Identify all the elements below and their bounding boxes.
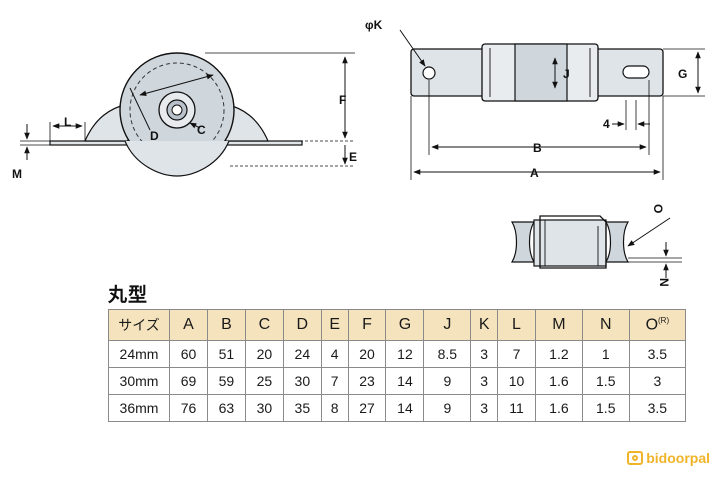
brand-name: bidoorpal — [646, 450, 710, 466]
label-A: A — [530, 166, 539, 180]
label-F: F — [339, 93, 346, 107]
cell-d: 24 — [282, 340, 322, 368]
cell-j: 9 — [423, 367, 472, 395]
brand-mark-icon — [627, 451, 644, 465]
label-D: D — [150, 129, 159, 143]
header-m: M — [534, 309, 583, 341]
header-size: サイズ — [108, 309, 170, 341]
cell-j: 9 — [423, 394, 472, 422]
label-L: L — [64, 115, 71, 129]
label-M: M — [12, 167, 22, 181]
header-o: O(R) — [628, 309, 687, 341]
header-b: B — [206, 309, 246, 341]
header-o-superscript: (R) — [658, 315, 670, 325]
top-view: φK J G 4 B A — [365, 18, 705, 180]
cell-d: 35 — [282, 394, 322, 422]
cell-n: 1.5 — [581, 394, 630, 422]
cell-o: 3 — [628, 367, 687, 395]
cell-o: 3.5 — [628, 394, 687, 422]
label-C: C — [197, 123, 206, 137]
cell-a: 76 — [169, 394, 208, 422]
cell-k: 3 — [470, 367, 499, 395]
cell-d: 30 — [282, 367, 322, 395]
cell-g: 14 — [385, 367, 425, 395]
cell-a: 69 — [169, 367, 208, 395]
label-G: G — [678, 67, 687, 81]
top-round-hole — [422, 66, 436, 80]
cell-e: 8 — [320, 394, 349, 422]
label-phiK: φK — [365, 18, 383, 32]
label-N: N — [657, 278, 671, 287]
side-view: O N — [510, 204, 682, 287]
cell-m: 1.6 — [534, 367, 583, 395]
cell-f: 27 — [347, 394, 387, 422]
label-E: E — [349, 150, 357, 164]
cell-size: 24mm — [108, 340, 170, 368]
label-4: 4 — [603, 117, 610, 131]
header-a: A — [169, 309, 208, 341]
cell-g: 14 — [385, 394, 425, 422]
cell-l: 7 — [497, 340, 536, 368]
cell-f: 23 — [347, 367, 387, 395]
header-c: C — [244, 309, 284, 341]
cell-l: 11 — [497, 394, 536, 422]
cell-j: 8.5 — [423, 340, 472, 368]
cell-k: 3 — [470, 394, 499, 422]
label-O: O — [651, 204, 665, 213]
cell-l: 10 — [497, 367, 536, 395]
cell-b: 51 — [206, 340, 246, 368]
header-l: L — [497, 309, 536, 341]
top-slot-hole — [622, 65, 650, 79]
cell-b: 63 — [206, 394, 246, 422]
header-d: D — [282, 309, 322, 341]
cell-o: 3.5 — [628, 340, 687, 368]
cell-size: 30mm — [108, 367, 170, 395]
side-bracket — [539, 215, 607, 269]
header-g: G — [385, 309, 425, 341]
header-f: F — [347, 309, 387, 341]
cell-m: 1.2 — [534, 340, 583, 368]
brand-logo: bidoorpal — [627, 450, 710, 466]
label-J: J — [563, 67, 570, 81]
side-wheel-center — [533, 219, 607, 267]
header-j: J — [423, 309, 472, 341]
technical-drawings: L M D C F E φK — [12, 18, 705, 287]
cell-m: 1.6 — [534, 394, 583, 422]
cell-size: 36mm — [108, 394, 170, 422]
cell-n: 1 — [581, 340, 630, 368]
cell-f: 20 — [347, 340, 387, 368]
cell-g: 12 — [385, 340, 425, 368]
header-n: N — [581, 309, 630, 341]
cell-c: 20 — [244, 340, 284, 368]
wheel-axle — [171, 104, 183, 116]
cell-k: 3 — [470, 340, 499, 368]
label-B: B — [533, 141, 542, 155]
header-k: K — [470, 309, 499, 341]
cell-e: 7 — [320, 367, 349, 395]
top-wheel-slot — [514, 43, 568, 102]
cell-n: 1.5 — [581, 367, 630, 395]
front-lower-shroud — [124, 140, 230, 177]
cell-e: 4 — [320, 340, 349, 368]
cell-a: 60 — [169, 340, 208, 368]
cell-b: 59 — [206, 367, 246, 395]
cell-c: 25 — [244, 367, 284, 395]
section-title: 丸型 — [108, 285, 149, 306]
cell-c: 30 — [244, 394, 284, 422]
header-e: E — [320, 309, 349, 341]
front-view: L M D C F E — [12, 52, 357, 181]
side-wheel — [510, 221, 536, 263]
